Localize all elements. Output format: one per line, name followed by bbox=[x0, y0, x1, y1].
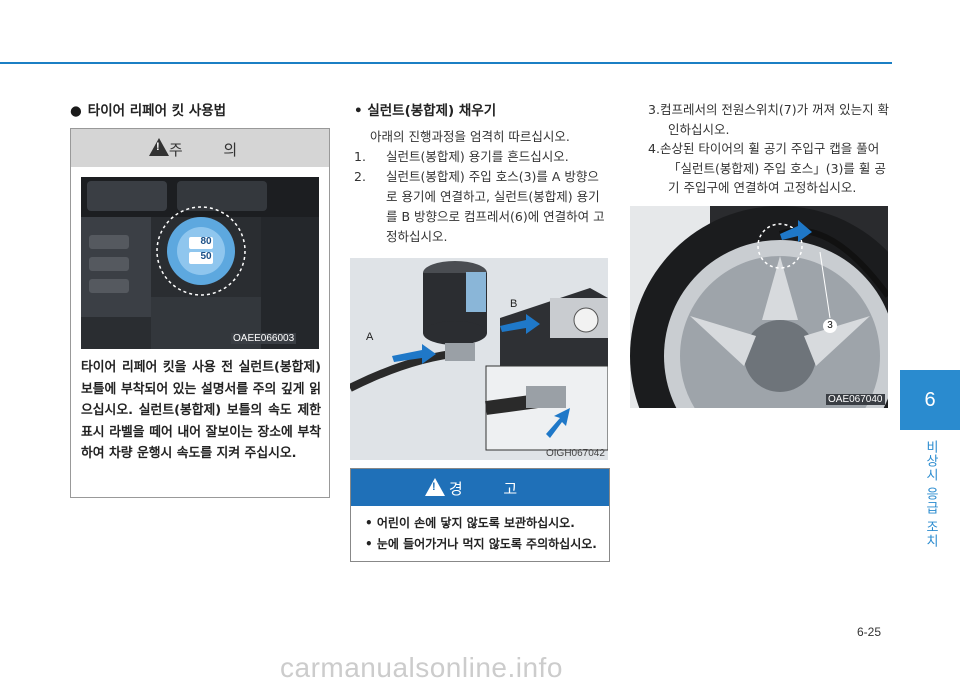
warning-item: • 어린이 손에 닿지 않도록 보관하십시오. bbox=[365, 516, 575, 530]
label-a: A bbox=[366, 331, 374, 343]
warning-triangle-icon bbox=[425, 478, 445, 496]
chapter-number: 6 bbox=[924, 389, 936, 411]
warning-list: • 어린이 손에 닿지 않도록 보관하십시오. • 눈에 들어가거나 먹지 않도… bbox=[365, 513, 597, 555]
intro-line: 아래의 진행과정을 엄격히 따르십시오. bbox=[370, 129, 570, 144]
section-title: ●타이어 리페어 킷 사용법 bbox=[70, 103, 227, 119]
step-4: 4.손상된 타이어의 휠 공기 주입구 캡을 풀어 「실런트(봉합제) 주입 호… bbox=[648, 141, 886, 195]
chapter-title: 비상시 응급 조치 bbox=[923, 440, 938, 549]
watermark[interactable]: carmanualsonline.info bbox=[280, 652, 563, 683]
dashboard-illustration bbox=[81, 177, 319, 349]
warning-triangle-icon bbox=[149, 138, 169, 156]
instruction-text: 아래의 진행과정을 엄격히 따르십시오. 1.실런트(봉합제) 용기를 흔드십시… bbox=[354, 127, 610, 247]
image-caption: OAE067040 bbox=[826, 394, 885, 405]
warning-item: • 눈에 들어가거나 먹지 않도록 주의하십시오. bbox=[365, 537, 597, 551]
instruction-text-right: 3.컴프레서의 전원스위치(7)가 꺼져 있는지 확인하십시오. 4.손상된 타… bbox=[648, 100, 892, 198]
image-caption: OAEE066003 bbox=[231, 333, 297, 344]
caution-label: 주 의 bbox=[168, 141, 256, 159]
wheel-illustration bbox=[630, 206, 888, 408]
subsection-title: • 실런트(봉합제) 채우기 bbox=[354, 103, 497, 119]
dashboard-photo: 80 50 OAEE066003 bbox=[81, 177, 319, 349]
callout-number: 3 bbox=[827, 320, 833, 331]
page-number: 6-25 bbox=[857, 625, 882, 639]
gauge-speed-bottom: 50 bbox=[200, 251, 212, 262]
gauge-speed-top: 80 bbox=[200, 236, 212, 247]
label-b: B bbox=[510, 298, 518, 310]
step-2: 2.실런트(봉합제) 주입 호스(3)를 A 방향으로 용기에 연결하고, 실런… bbox=[354, 169, 605, 244]
wheel-photo: 3 OAE067040 bbox=[630, 206, 888, 408]
header-rule bbox=[0, 62, 892, 64]
warning-box: 경 고 • 어린이 손에 닿지 않도록 보관하십시오. • 눈에 들어가거나 먹… bbox=[350, 468, 610, 562]
compressor-photo: A B OIGH067042 bbox=[350, 258, 608, 460]
step-3: 3.컴프레서의 전원스위치(7)가 꺼져 있는지 확인하십시오. bbox=[648, 102, 890, 137]
chapter-side bbox=[900, 430, 960, 580]
chapter-tab[interactable]: 6 bbox=[900, 370, 960, 430]
warning-header: 경 고 bbox=[351, 469, 609, 506]
caution-box: 주 의 80 50 OAEE066003 타이어 리페어 킷을 사용 전 실런트… bbox=[70, 128, 330, 498]
caution-header: 주 의 bbox=[71, 129, 329, 167]
caution-text: 타이어 리페어 킷을 사용 전 실런트(봉합제) 보틀에 부착되어 있는 설명서… bbox=[81, 360, 321, 461]
bullet-icon: ● bbox=[70, 103, 82, 119]
warning-label: 경 고 bbox=[448, 480, 536, 498]
image-caption: OIGH067042 bbox=[546, 448, 605, 459]
compressor-illustration bbox=[350, 258, 608, 460]
step-1: 1.실런트(봉합제) 용기를 흔드십시오. bbox=[354, 149, 569, 164]
